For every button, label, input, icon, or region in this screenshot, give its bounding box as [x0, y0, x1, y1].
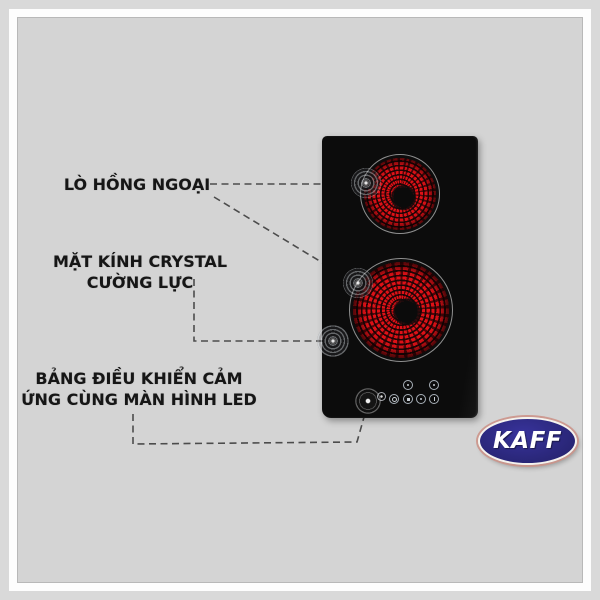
- timer-icon: [416, 394, 426, 404]
- dot: [420, 398, 422, 400]
- heat-level-icon: [403, 394, 413, 404]
- glare-ring-glass-edge: [317, 325, 349, 357]
- burner-indicator-right-icon: [429, 380, 439, 390]
- glare-ring-bottom-burner: [343, 268, 373, 298]
- glare-ring-top-burner: [351, 168, 381, 198]
- power-icon: [429, 394, 439, 404]
- callout-infrared-burner: LÒ HỒNG NGOẠI: [27, 174, 247, 195]
- ring: [391, 396, 397, 402]
- callout-line: MẶT KÍNH CRYSTAL: [52, 252, 228, 271]
- callout-touch-control: BẢNG ĐIỀU KHIỂN CẢM ỨNG CÙNG MÀN HÌNH LE…: [18, 368, 260, 410]
- callout-line: LÒ HỒNG NGOẠI: [63, 175, 211, 194]
- burner-indicator-left-icon: [403, 380, 413, 390]
- callout-line: CƯỜNG LỰC: [86, 273, 194, 292]
- square: [406, 397, 410, 401]
- dot: [407, 384, 409, 386]
- dot: [433, 384, 435, 386]
- knob-indicator-dot: [377, 392, 386, 401]
- kaff-brand-badge: KAFF: [478, 417, 577, 465]
- bar: [433, 397, 435, 401]
- photo-frame: [9, 9, 591, 591]
- callout-line: ỨNG CÙNG MÀN HÌNH LED: [21, 390, 257, 409]
- kaff-badge-text: KAFF: [492, 428, 563, 454]
- callout-line: BẢNG ĐIỀU KHIỂN CẢM: [35, 369, 243, 388]
- cooktop: KAFF ® MODEL: KF-330C: [322, 136, 478, 418]
- callout-crystal-glass: MẶT KÍNH CRYSTAL CƯỜNG LỰC: [30, 251, 250, 293]
- control-knob: [353, 386, 383, 416]
- lock-icon: [389, 394, 399, 404]
